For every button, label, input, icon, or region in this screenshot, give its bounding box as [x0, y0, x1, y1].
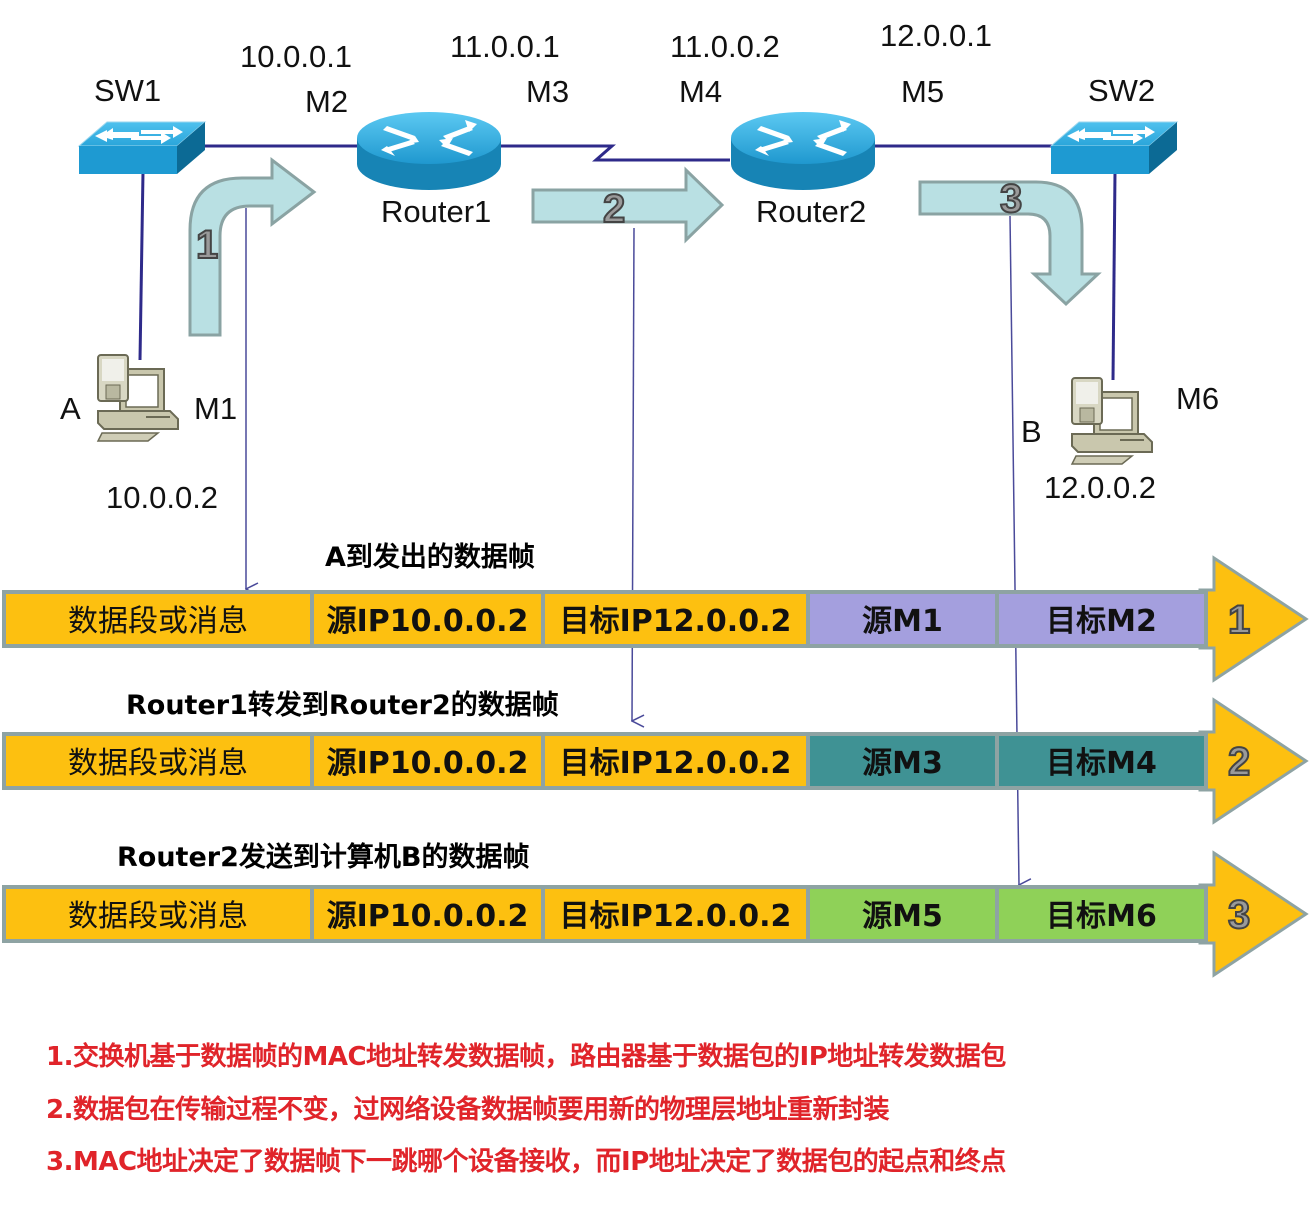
payload-label: 数据段或消息: [68, 746, 248, 781]
router2-right-ip: 12.0.0.1: [880, 18, 992, 53]
source-mac-cell: [806, 732, 999, 790]
host-a-mac: M1: [194, 391, 237, 426]
payload-cell: [2, 732, 314, 790]
router2-left-mac: M4: [679, 74, 722, 109]
frame-step-number: 1: [1228, 598, 1250, 642]
dest-ip-cell: [541, 885, 810, 943]
switch-label-sw2: SW2: [1088, 73, 1155, 108]
frame-arrow-head: [1198, 555, 1309, 683]
switch-icon-sw1: [78, 121, 206, 175]
dest-mac-cell: [995, 732, 1208, 790]
router-icon-router2: [731, 112, 875, 190]
dest-ip-label: 目标IP12.0.0.2: [560, 746, 792, 781]
source-ip-label: 源IP10.0.0.2: [327, 604, 529, 639]
source-mac-cell: [806, 885, 999, 943]
hop-arrow-label-3: 3: [1000, 177, 1022, 221]
dest-mac-label: 目标M4: [1046, 746, 1157, 781]
switch-icon-sw2: [1050, 121, 1178, 175]
router1-right-mac: M3: [526, 74, 569, 109]
router1-left-ip: 10.0.0.1: [240, 39, 352, 74]
dest-ip-label: 目标IP12.0.0.2: [560, 604, 792, 639]
network-links: [138, 144, 1117, 381]
frame-arrow-head: [1198, 697, 1309, 825]
router2-label: Router2: [756, 194, 866, 229]
dest-mac-cell: [995, 590, 1208, 648]
frame-caption: Router2发送到计算机B的数据帧: [117, 841, 529, 873]
dest-mac-label: 目标M6: [1046, 899, 1157, 934]
router1-label: Router1: [381, 194, 491, 229]
router1-right-ip: 11.0.0.1: [450, 29, 560, 64]
source-mac-label: 源M3: [862, 746, 943, 781]
hop-arrow-2: 2: [531, 166, 725, 244]
payload-label: 数据段或消息: [68, 604, 248, 639]
source-ip-label: 源IP10.0.0.2: [327, 899, 529, 934]
computer-icon-host-a: [97, 354, 179, 442]
source-ip-cell: [310, 590, 545, 648]
note-3: 3.MAC地址决定了数据帧下一跳哪个设备接收，而IP地址决定了数据包的起点和终点: [46, 1147, 1006, 1177]
host-a-ip: 10.0.0.2: [106, 480, 218, 515]
host-a-label: A: [60, 391, 81, 426]
source-mac-label: 源M1: [862, 604, 943, 639]
frame-caption: A到发出的数据帧: [325, 541, 535, 573]
dest-mac-cell: [995, 885, 1208, 943]
host-b-label: B: [1021, 414, 1042, 449]
router2-left-ip: 11.0.0.2: [670, 29, 780, 64]
dest-mac-label: 目标M2: [1046, 604, 1157, 639]
payload-cell: [2, 885, 314, 943]
source-ip-cell: [310, 885, 545, 943]
note-1: 1.交换机基于数据帧的MAC地址转发数据帧，路由器基于数据包的IP地址转发数据包: [46, 1042, 1006, 1072]
hop-arrow-label-2: 2: [603, 187, 625, 231]
serial-link-router1-router2: [498, 144, 730, 162]
frame-caption: Router1转发到Router2的数据帧: [126, 689, 559, 721]
computer-icon-host-b: [1071, 377, 1153, 465]
link-sw1-host-a: [138, 171, 145, 361]
source-ip-cell: [310, 732, 545, 790]
router1-left-mac: M2: [305, 84, 348, 119]
frame-arrow-head: [1198, 850, 1309, 978]
source-ip-label: 源IP10.0.0.2: [327, 746, 529, 781]
dest-ip-cell: [541, 732, 810, 790]
frame-step-number: 2: [1228, 740, 1250, 784]
hop-arrow-1: 1: [188, 156, 317, 337]
switch-label-sw1: SW1: [94, 73, 161, 108]
router-icon-router1: [357, 112, 501, 190]
payload-cell: [2, 590, 314, 648]
source-mac-label: 源M5: [862, 899, 943, 934]
dest-ip-label: 目标IP12.0.0.2: [560, 899, 792, 934]
host-b-mac: M6: [1176, 381, 1219, 416]
host-b-ip: 12.0.0.2: [1044, 470, 1156, 505]
payload-label: 数据段或消息: [68, 899, 248, 934]
hop-arrow-label-1: 1: [196, 223, 218, 267]
note-2: 2.数据包在传输过程不变，过网络设备数据帧要用新的物理层地址重新封装: [46, 1095, 889, 1125]
frame-step-number: 3: [1228, 893, 1250, 937]
router2-right-mac: M5: [901, 74, 944, 109]
hop-arrow-3: 3: [918, 176, 1102, 307]
link-sw2-host-b: [1111, 171, 1117, 381]
